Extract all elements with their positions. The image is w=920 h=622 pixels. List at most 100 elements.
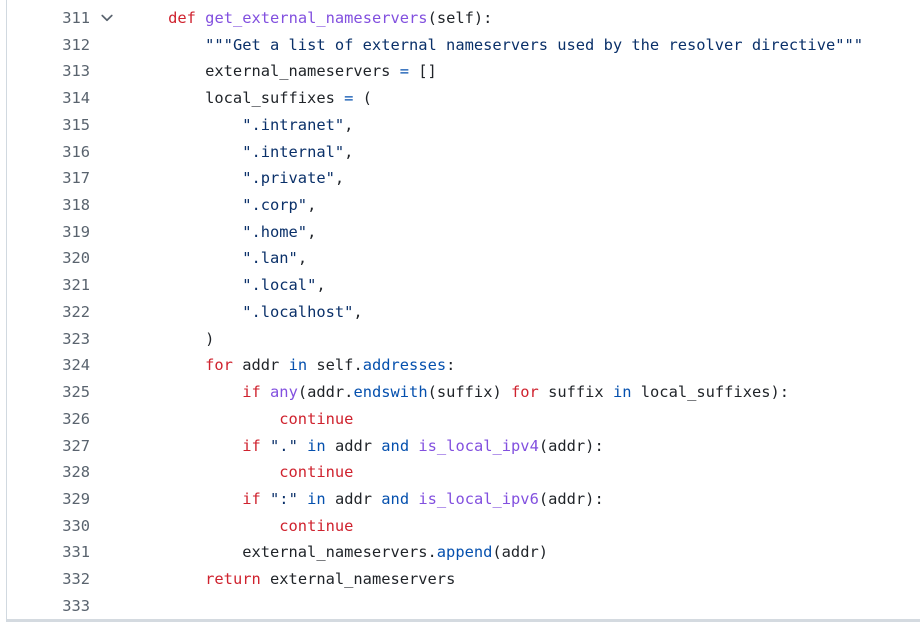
code-line-content: """Get a list of external nameservers us… <box>131 32 863 59</box>
line-number[interactable]: 312 <box>62 35 90 54</box>
line-number[interactable]: 321 <box>62 276 90 295</box>
line-number[interactable]: 330 <box>62 516 90 535</box>
line-number[interactable]: 331 <box>62 543 90 562</box>
code-token-plain: (addr): <box>538 489 604 508</box>
code-line-content: ".localhost", <box>131 299 362 326</box>
code-token-string: ".localhost" <box>242 302 354 321</box>
line-number[interactable]: 318 <box>62 196 90 215</box>
chevron-spacer <box>90 486 131 513</box>
line-number[interactable]: 319 <box>62 222 90 241</box>
code-token-operator: and <box>381 436 410 455</box>
chevron-spacer <box>90 539 131 566</box>
code-line-row: 312 """Get a list of external nameserver… <box>7 32 920 59</box>
code-token-keyword: continue <box>279 516 354 535</box>
code-token-operator: = <box>344 89 354 108</box>
code-token-keyword: return <box>205 570 261 589</box>
code-token-plain: addr <box>325 489 382 508</box>
code-token-plain <box>261 383 270 401</box>
code-token-plain: (self): <box>427 9 493 27</box>
line-number[interactable]: 327 <box>62 436 90 455</box>
code-token-operator: in <box>307 489 326 508</box>
code-token-keyword: continue <box>279 463 354 482</box>
line-number[interactable]: 332 <box>62 570 90 589</box>
line-number[interactable]: 320 <box>62 249 90 268</box>
code-line-content: continue <box>131 459 353 486</box>
code-token-string: "." <box>270 436 298 455</box>
code-token-string: ".intranet" <box>242 115 345 134</box>
code-token-string: ".local" <box>242 276 317 295</box>
code-token-string: ".home" <box>242 222 308 241</box>
chevron-spacer <box>90 406 131 433</box>
code-line-row: 318 ".corp", <box>7 192 920 219</box>
horizontal-scrollbar[interactable] <box>7 619 920 622</box>
line-number[interactable]: 323 <box>62 329 90 348</box>
code-token-plain <box>298 437 307 455</box>
code-line-content: return external_nameservers <box>131 566 455 593</box>
code-viewer: 311 def get_external_nameservers(self):3… <box>7 5 920 620</box>
code-line-row: 328 continue <box>7 459 920 486</box>
code-token-function: get_external_nameservers <box>205 9 428 27</box>
code-line-row: 313 external_nameservers = [] <box>7 58 920 85</box>
code-token-plain <box>131 490 242 508</box>
code-token-plain: suffix <box>538 383 613 402</box>
code-line-row: 326 continue <box>7 406 920 433</box>
code-line-content: if ":" in addr and is_local_ipv6(addr): <box>131 486 604 513</box>
code-line-content: for addr in self.addresses: <box>131 352 455 379</box>
chevron-spacer <box>90 219 131 246</box>
code-line-content: ) <box>131 326 214 353</box>
code-token-plain <box>409 490 418 508</box>
chevron-spacer <box>90 112 131 139</box>
code-token-keyword: for <box>205 356 233 375</box>
code-line-row: 320 ".lan", <box>7 245 920 272</box>
code-token-string: ".lan" <box>242 249 298 268</box>
code-token-plain <box>131 383 242 401</box>
line-number[interactable]: 328 <box>62 463 90 482</box>
code-token-plain: (suffix) <box>427 383 511 402</box>
code-token-plain <box>131 276 242 294</box>
code-line-row: 327 if "." in addr and is_local_ipv4(add… <box>7 433 920 460</box>
code-token-plain <box>131 463 279 481</box>
code-line-row: 325 if any(addr.endswith(suffix) for suf… <box>7 379 920 406</box>
code-token-keyword: for <box>511 383 539 402</box>
chevron-spacer <box>90 352 131 379</box>
code-token-plain: external_nameservers <box>131 62 400 81</box>
code-token-keyword: if <box>242 489 261 508</box>
line-number[interactable]: 326 <box>62 409 90 428</box>
line-number[interactable]: 317 <box>62 169 90 188</box>
code-token-plain <box>131 143 242 161</box>
line-number[interactable]: 316 <box>62 142 90 161</box>
line-number[interactable]: 315 <box>62 115 90 134</box>
code-line-content: external_nameservers = [] <box>131 58 437 85</box>
code-token-plain: external_nameservers. <box>131 543 437 562</box>
line-number[interactable]: 324 <box>62 356 90 375</box>
code-token-plain <box>131 169 242 187</box>
line-number[interactable]: 314 <box>62 89 90 108</box>
code-token-plain: , <box>334 169 345 188</box>
code-line-row: 330 continue <box>7 513 920 540</box>
chevron-spacer <box>90 433 131 460</box>
line-number[interactable]: 329 <box>62 489 90 508</box>
code-line-content: if "." in addr and is_local_ipv4(addr): <box>131 433 604 460</box>
chevron-down-icon[interactable] <box>98 9 116 27</box>
chevron-spacer <box>90 379 131 406</box>
code-token-plain <box>131 223 242 241</box>
code-token-plain <box>131 437 242 455</box>
code-token-operator: in <box>288 356 308 375</box>
code-token-plain: , <box>316 276 326 295</box>
line-number[interactable]: 313 <box>62 62 90 81</box>
code-token-plain: external_nameservers <box>260 570 456 589</box>
code-token-plain: addr <box>232 356 289 375</box>
code-token-plain <box>298 490 307 508</box>
line-number[interactable]: 311 <box>62 9 90 27</box>
code-token-plain <box>409 437 418 455</box>
code-line-row: 314 local_suffixes = ( <box>7 85 920 112</box>
chevron-spacer <box>90 192 131 219</box>
collapse-toggle[interactable] <box>90 5 131 32</box>
line-number[interactable]: 325 <box>62 383 90 402</box>
code-token-string: ".corp" <box>242 196 308 215</box>
line-number[interactable]: 333 <box>62 596 90 615</box>
line-number[interactable]: 322 <box>62 302 90 321</box>
code-token-operator: in <box>612 383 632 402</box>
code-token-string: ".internal" <box>242 142 345 161</box>
code-line-content: ".local", <box>131 272 326 299</box>
